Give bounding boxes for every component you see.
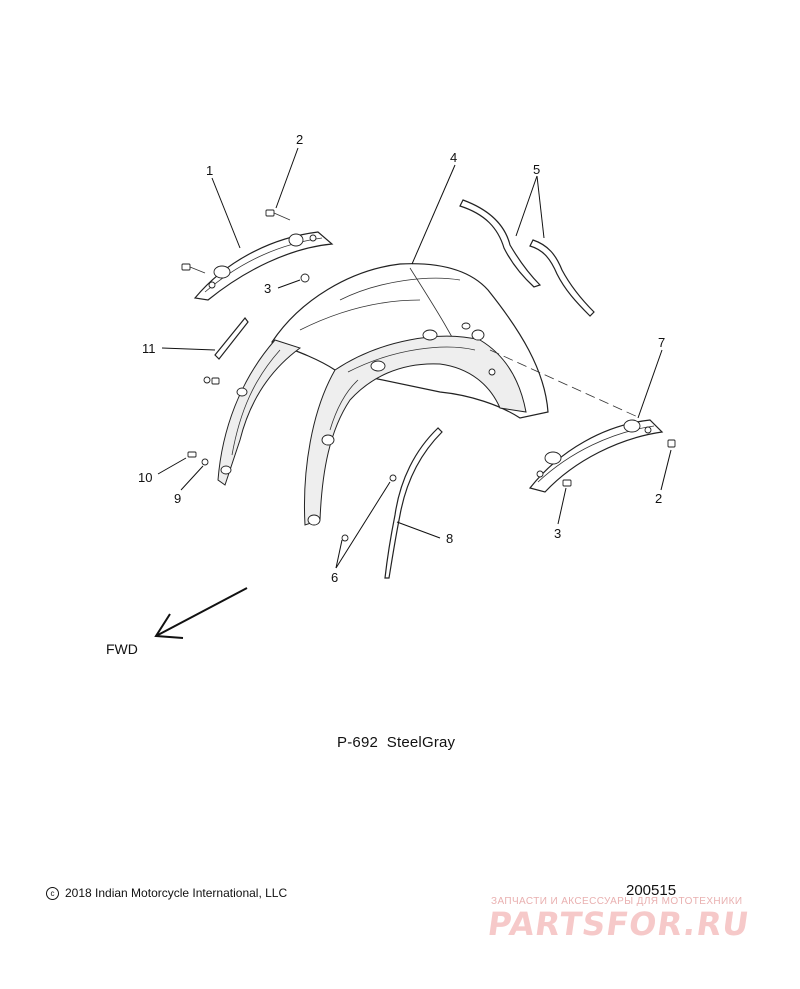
callout-5: 5 [533, 162, 540, 177]
callout-1: 1 [206, 163, 213, 178]
copyright-text: 2018 Indian Motorcycle International, LL… [65, 886, 288, 900]
callout-4: 4 [450, 150, 457, 165]
diagram-caption: P-692 SteelGray [337, 734, 456, 751]
leader-lines [157, 147, 672, 569]
callout-3-right: 3 [554, 526, 561, 541]
callout-8: 8 [446, 531, 453, 546]
trim-rail-right-part [528, 419, 664, 493]
bead-strip-part [384, 427, 443, 579]
copyright-icon: c [46, 886, 59, 900]
callout-11: 11 [142, 341, 156, 356]
watermark-tagline: ЗАПЧАСТИ И АКСЕССУАРЫ ДЛЯ МОТОТЕХНИКИ [491, 896, 743, 907]
copyright-notice: c 2018 Indian Motorcycle International, … [46, 886, 287, 900]
callout-10: 10 [138, 470, 152, 485]
fwd-label: FWD [106, 641, 138, 657]
rear-fender-part [217, 263, 641, 526]
callout-3-top: 3 [264, 281, 271, 296]
callout-2-top: 2 [296, 132, 303, 147]
forward-arrow-icon [154, 587, 248, 639]
callout-9: 9 [174, 491, 181, 506]
figure-id: 200515 [626, 882, 677, 899]
fasteners [181, 209, 676, 542]
callout-2-right: 2 [655, 491, 662, 506]
seal-part [214, 317, 249, 360]
trim-strips-part [459, 199, 595, 317]
callout-6: 6 [331, 570, 338, 585]
callout-7: 7 [658, 335, 665, 350]
trim-rail-left-part [193, 231, 334, 301]
watermark-brand: PARTSFOR.RU [485, 905, 753, 943]
callout-labels: 1 2 3 4 5 7 2 3 8 6 11 10 9 [138, 132, 665, 585]
